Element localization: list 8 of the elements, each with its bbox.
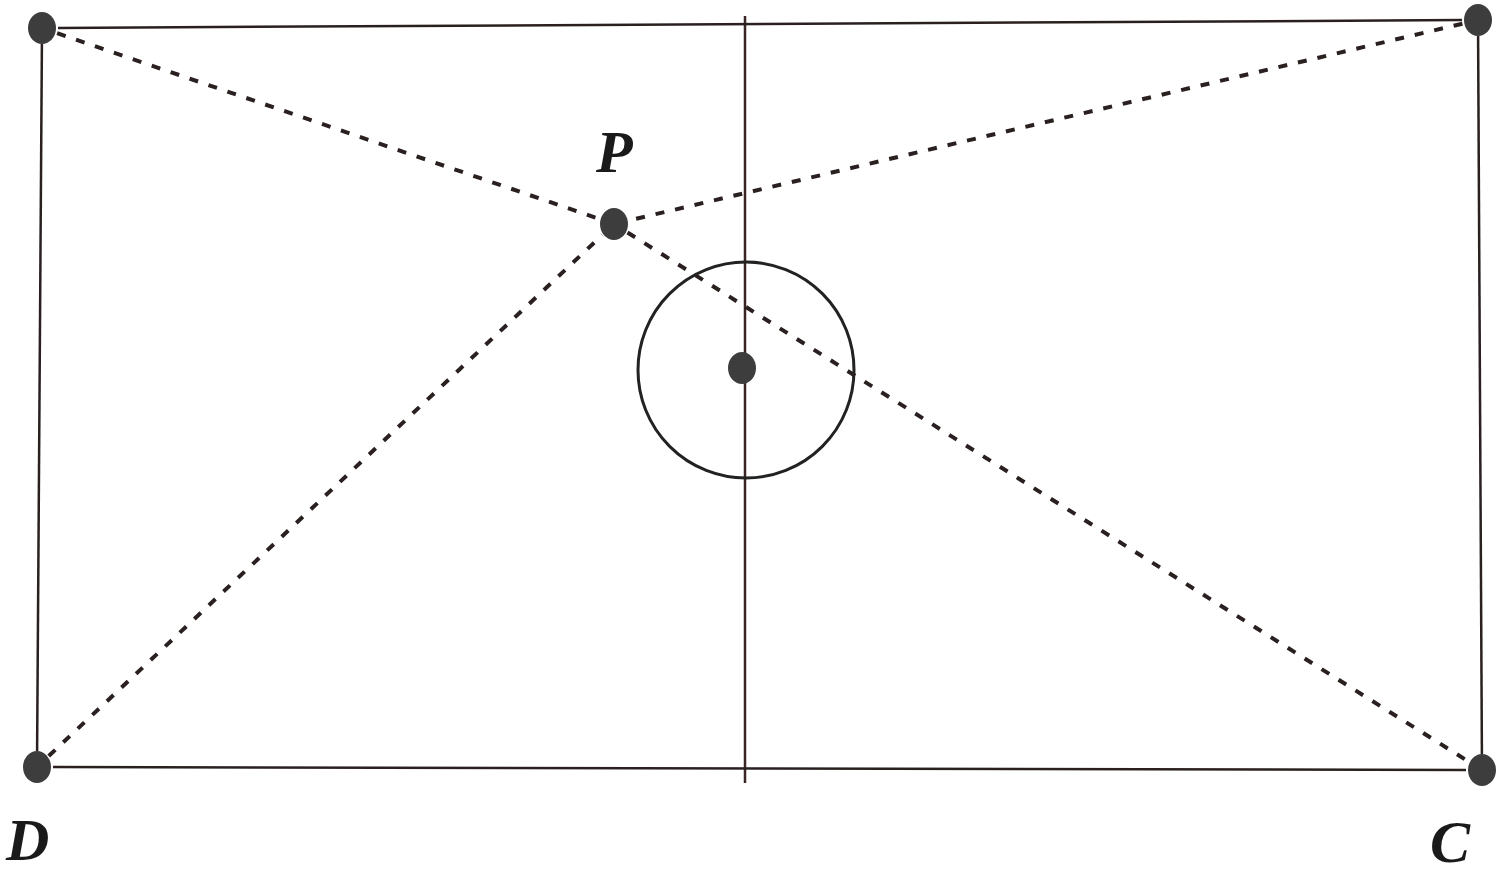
rectangle-side bbox=[53, 765, 1466, 772]
rectangle-side bbox=[35, 44, 44, 751]
dashed-line bbox=[47, 233, 604, 758]
point-label: D bbox=[6, 808, 50, 872]
point-label: P bbox=[596, 120, 633, 184]
point-label: C bbox=[1430, 810, 1471, 874]
rectangle-side bbox=[58, 18, 1462, 30]
rectangle-side bbox=[1476, 36, 1484, 754]
